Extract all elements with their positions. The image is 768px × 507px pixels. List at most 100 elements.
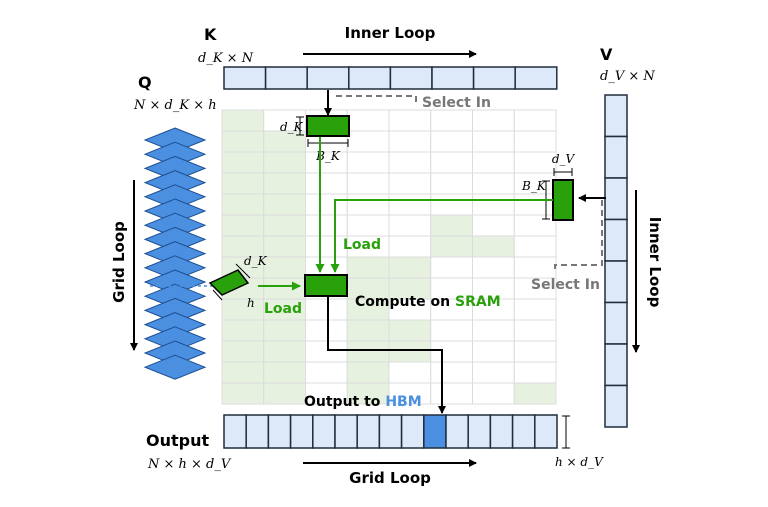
grid-cell [513, 298, 557, 321]
k-bar-cell [431, 66, 475, 90]
select-in-top-label: Select In [422, 95, 491, 111]
output-side-dims: h × d_V [555, 455, 604, 469]
grid-cell [472, 172, 515, 195]
grid-cell [305, 214, 348, 237]
v-matrix-bar [604, 94, 628, 428]
grid-cell [513, 193, 557, 216]
q-dims: N × d_K × h [133, 98, 217, 113]
grid-loop-bottom-label: Grid Loop [349, 469, 431, 487]
output-cell [467, 414, 492, 449]
grid-cell [472, 340, 515, 363]
output-path-arrow [327, 297, 446, 414]
grid-cell [430, 193, 473, 216]
grid-cell [430, 340, 473, 363]
k-bar-cell [264, 66, 308, 90]
grid-cell [513, 214, 557, 237]
grid-cell [513, 319, 557, 342]
compute-prefix: Compute on [355, 294, 455, 310]
k-block-dk-label: d_K [280, 120, 304, 134]
grid-cell [305, 298, 348, 321]
k-bar-cell [223, 66, 267, 90]
grid-cell [472, 109, 515, 132]
grid-cell [221, 214, 265, 237]
grid-cell [263, 235, 306, 258]
v-bar-cell [604, 177, 628, 221]
grid-cell [346, 151, 390, 174]
grid-cell [346, 214, 390, 237]
k-matrix-bar [223, 66, 558, 90]
k-block [306, 115, 350, 137]
q-block-dk-bracket [235, 263, 251, 279]
v-block-dv-label: d_V [552, 152, 576, 166]
grid-cell [221, 151, 265, 174]
grid-cell [430, 319, 473, 342]
grid-cell [346, 109, 390, 132]
k-block-dk-bracket [296, 116, 304, 136]
grid-cell [305, 235, 348, 258]
grid-cell [263, 256, 306, 279]
load-top-label: Load [343, 237, 381, 253]
grid-cell [430, 130, 473, 153]
output-cell [223, 414, 247, 449]
v-bar-cell [604, 343, 628, 387]
grid-cell [430, 256, 473, 279]
select-in-right-label: Select In [531, 277, 600, 293]
output-cell [245, 414, 270, 449]
q-slice [143, 354, 207, 380]
output-cell [312, 414, 336, 449]
grid-cell [388, 256, 432, 279]
grid-cell [263, 214, 306, 237]
k-bar-cell [348, 66, 392, 90]
grid-cell [430, 109, 473, 132]
grid-cell [388, 361, 432, 384]
grid-cell [388, 193, 432, 216]
grid-cell [221, 361, 265, 384]
output-cell [511, 414, 536, 449]
v-load-arrow [330, 199, 553, 273]
grid-cell [430, 361, 473, 384]
grid-cell [513, 235, 557, 258]
v-block [552, 179, 574, 221]
grid-cell [472, 130, 515, 153]
grid-cell [346, 340, 390, 363]
output-to-prefix: Output to [304, 394, 385, 410]
output-to-label: Output to HBM [304, 394, 422, 410]
grid-cell [263, 277, 306, 300]
output-cell [445, 414, 469, 449]
output-dims: N × h × d_V [147, 457, 232, 472]
output-cell [289, 414, 314, 449]
output-cell [267, 414, 292, 449]
grid-cell [388, 151, 432, 174]
grid-cell [388, 235, 432, 258]
grid-cell [430, 172, 473, 195]
v-block-dv-bracket [553, 168, 573, 176]
grid-cell [388, 172, 432, 195]
grid-cell [346, 193, 390, 216]
k-bar-cell [472, 66, 516, 90]
grid-cell [221, 172, 265, 195]
grid-cell [221, 130, 265, 153]
output-bar [223, 414, 558, 449]
output-cell [378, 414, 403, 449]
v-bar-cell [604, 260, 628, 304]
grid-loop-left-label: Grid Loop [110, 221, 128, 303]
grid-cell [263, 193, 306, 216]
grid-cell [346, 172, 390, 195]
grid-cell [472, 235, 515, 258]
grid-cell [388, 319, 432, 342]
output-side-bracket [562, 415, 570, 449]
q-block-h-label: h [247, 296, 255, 310]
grid-cell [513, 109, 557, 132]
compute-label: Compute on SRAM [355, 294, 501, 310]
grid-cell [472, 151, 515, 174]
grid-cell [221, 319, 265, 342]
grid-cell [388, 214, 432, 237]
grid-cell [263, 361, 306, 384]
output-cell [534, 414, 558, 449]
v-block-bk-label: B_K [521, 179, 547, 193]
grid-cell [513, 130, 557, 153]
v-bar-cell [604, 301, 628, 345]
q-block [208, 269, 250, 296]
v-bar-cell [604, 384, 628, 428]
grid-cell [472, 382, 515, 405]
